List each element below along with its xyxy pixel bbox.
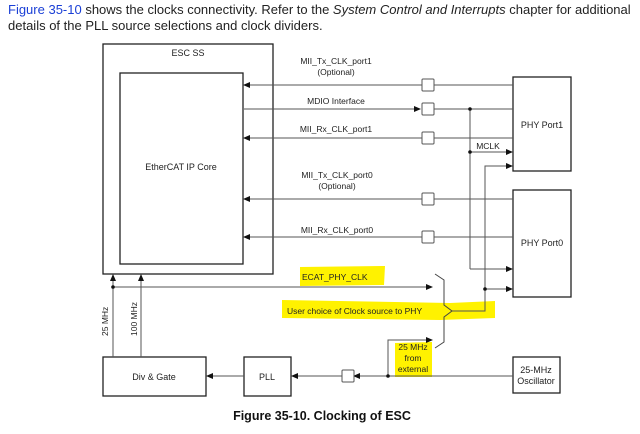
oscillator-label-1: 25-MHz bbox=[520, 365, 552, 375]
junction-dot bbox=[483, 287, 487, 291]
tx0-optional-label: (Optional) bbox=[318, 181, 355, 191]
tx1-optional-label: (Optional) bbox=[317, 67, 354, 77]
pll-label: PLL bbox=[259, 372, 275, 382]
buffer-rx1 bbox=[421, 131, 435, 145]
external-clk-line bbox=[387, 337, 433, 376]
oscillator-block bbox=[512, 356, 561, 394]
junction-dot bbox=[468, 150, 472, 154]
ethercat-ip-core-label: EtherCAT IP Core bbox=[145, 162, 217, 172]
clock-mux bbox=[434, 273, 453, 349]
highlights bbox=[282, 266, 495, 377]
phy-port0-block bbox=[512, 189, 572, 298]
freq-100mhz-label: 100 MHz bbox=[129, 302, 139, 336]
user-clock-to-phy1 bbox=[452, 163, 513, 312]
mclk-label: MCLK bbox=[476, 141, 500, 151]
buffer-mdio bbox=[421, 102, 435, 116]
chapter-reference: System Control and Interrupts bbox=[332, 2, 506, 17]
user-choice-label: User choice of Clock source to PHY bbox=[287, 306, 422, 316]
phy-port1-label: PHY Port1 bbox=[521, 120, 563, 130]
highlight-user-choice bbox=[282, 300, 495, 320]
intro-text-end: chapter for additional details of the PL… bbox=[8, 2, 631, 33]
buffer-tx0 bbox=[421, 192, 435, 206]
tx0-label: MII_Tx_CLK_port0 bbox=[301, 170, 373, 180]
ext-label-1: 25 MHz bbox=[398, 342, 427, 352]
freq-25mhz-label: 25 MHz bbox=[100, 307, 110, 336]
ecat-phy-clk-label: ECAT_PHY_CLK bbox=[302, 272, 368, 282]
phy-port0-label: PHY Port0 bbox=[521, 238, 563, 248]
buffer-osc bbox=[341, 369, 355, 383]
div-gate-label: Div & Gate bbox=[132, 372, 176, 382]
mdio-label: MDIO Interface bbox=[307, 96, 365, 106]
ext-label-2: from bbox=[405, 353, 422, 363]
rx0-label: MII_Rx_CLK_port0 bbox=[301, 225, 374, 235]
ethercat-ip-core-block bbox=[119, 72, 244, 265]
esc-ss-block bbox=[102, 43, 274, 275]
buffer-rx0 bbox=[421, 230, 435, 244]
phy-port1-block bbox=[512, 76, 572, 172]
intro-text: shows the clocks connectivity. Refer to … bbox=[81, 2, 333, 17]
junction-dot bbox=[386, 374, 390, 378]
ext-label-3: external bbox=[398, 364, 428, 374]
junction-dot bbox=[468, 107, 472, 111]
figure-link[interactable]: Figure 35-10 bbox=[8, 2, 82, 17]
junction-dot bbox=[111, 285, 115, 289]
figure-caption: Figure 35-10. Clocking of ESC bbox=[233, 409, 411, 423]
highlight-external bbox=[395, 342, 432, 377]
highlight-ecat bbox=[300, 266, 385, 286]
tx1-label: MII_Tx_CLK_port1 bbox=[300, 56, 372, 66]
rx1-label: MII_Rx_CLK_port1 bbox=[300, 124, 373, 134]
intro-paragraph: Figure 35-10 shows the clocks connectivi… bbox=[8, 2, 638, 34]
buffer-tx1 bbox=[421, 78, 435, 92]
oscillator-label-2: Oscillator bbox=[517, 376, 555, 386]
esc-ss-label: ESC SS bbox=[171, 48, 204, 58]
